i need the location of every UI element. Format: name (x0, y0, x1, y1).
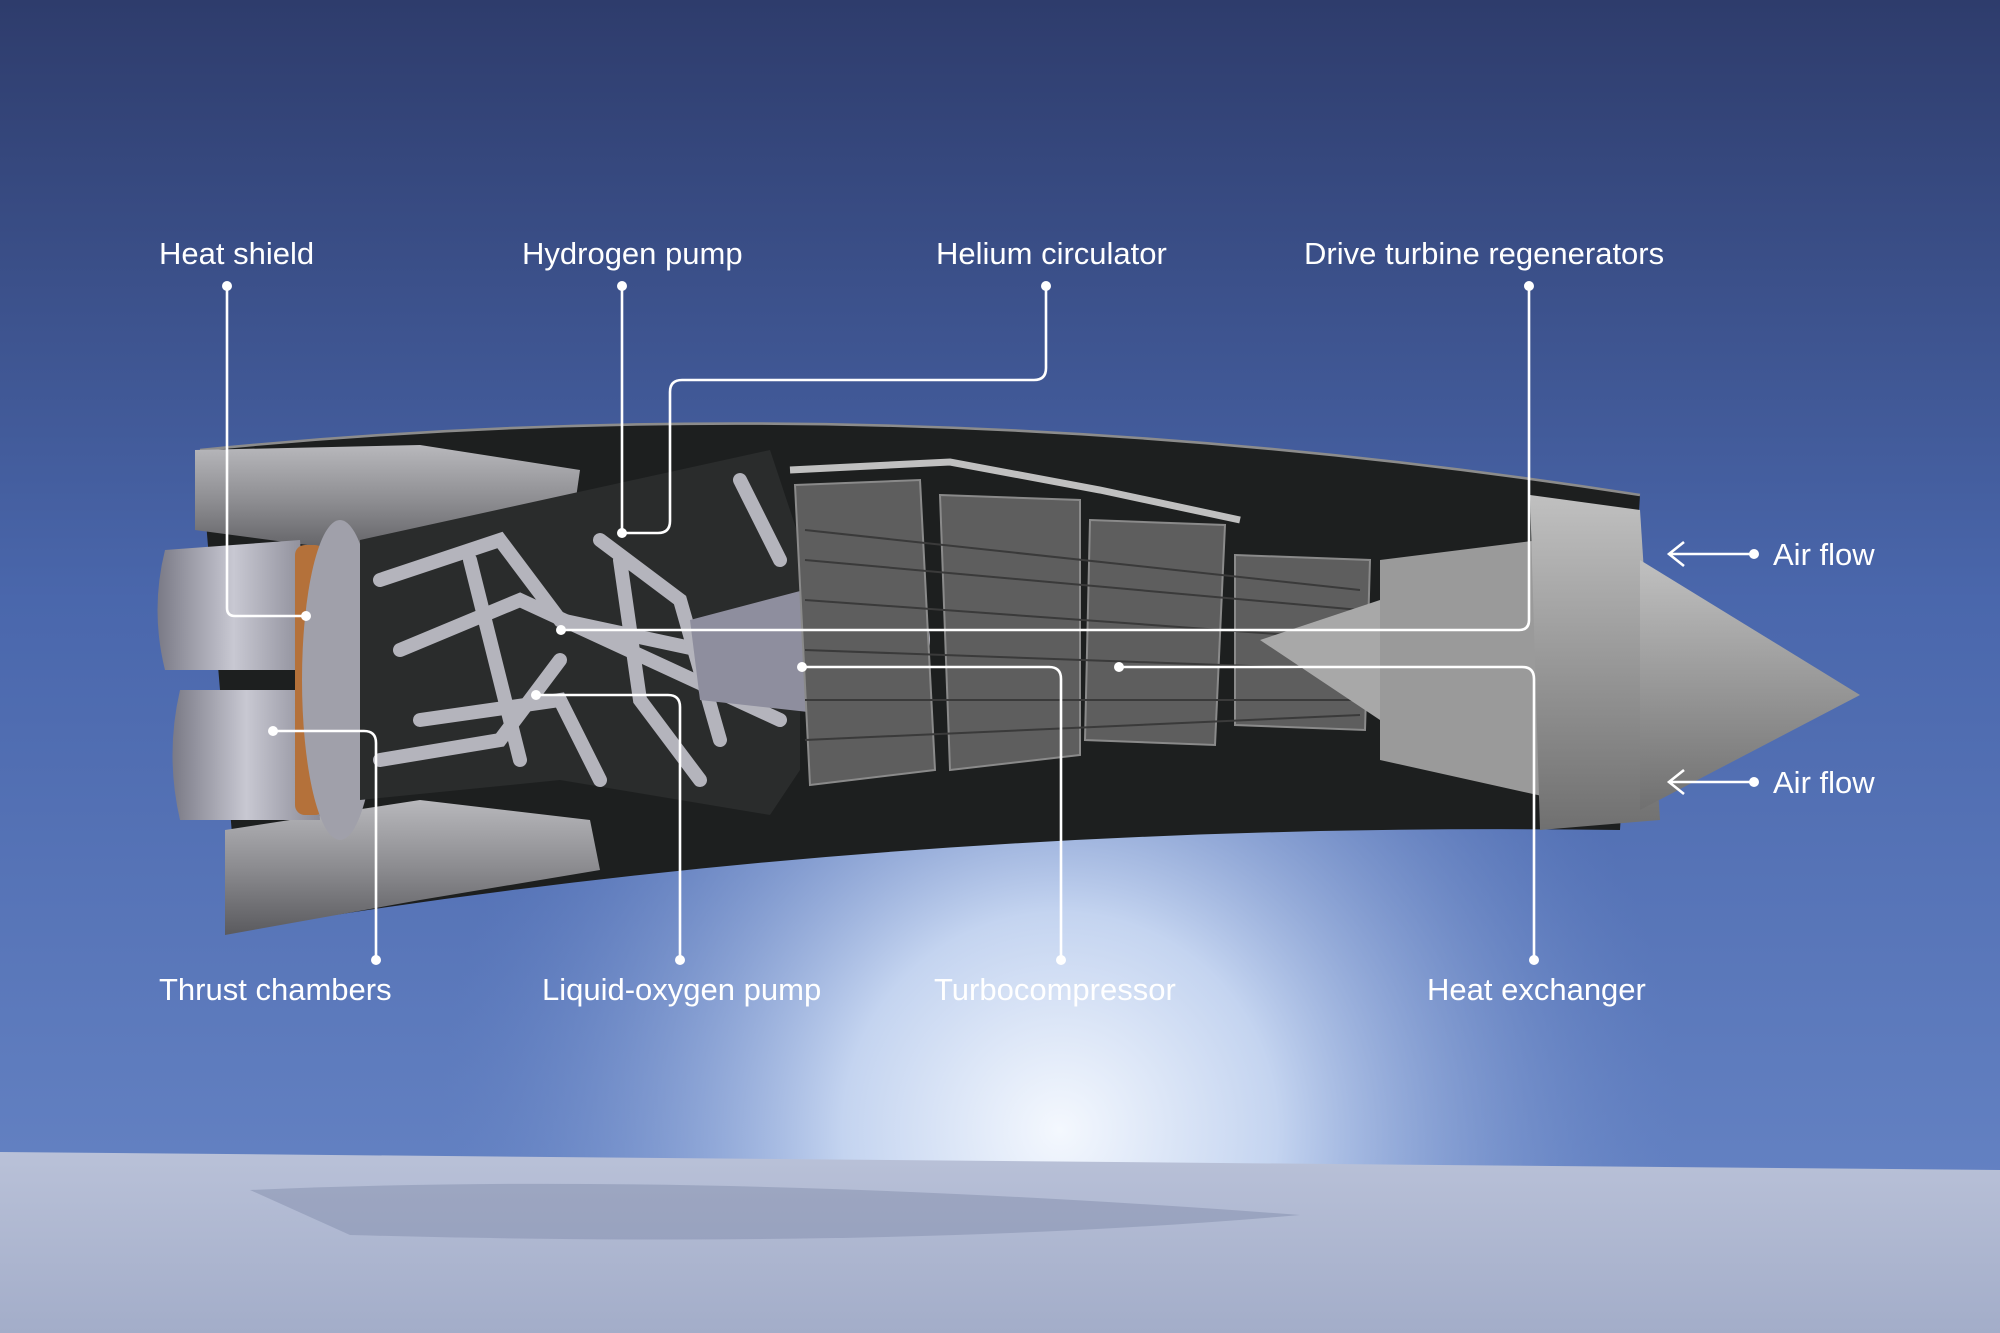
label-heat-shield: Heat shield (159, 236, 314, 271)
callout-liquid-oxygen-pump: Liquid-oxygen pump (531, 690, 821, 1007)
callout-hydrogen-pump: Hydrogen pump (522, 236, 743, 538)
callout-heat-shield: Heat shield (159, 236, 314, 621)
label-helium-circulator: Helium circulator (936, 236, 1167, 271)
callout-turbocompressor: Turbocompressor (797, 662, 1176, 1007)
label-air-flow-top: Air flow (1773, 537, 1875, 572)
arrow-left-icon (1666, 768, 1754, 796)
callout-heat-exchanger: Heat exchanger (1114, 662, 1646, 1007)
engine-cutaway (157, 422, 1860, 935)
engine-shadow (250, 1183, 1300, 1240)
label-air-flow-bottom: Air flow (1773, 765, 1875, 800)
callout-drive-turbine-regenerators: Drive turbine regenerators (556, 236, 1664, 635)
air-flow-indicator-top: Air flow (1666, 537, 1875, 572)
label-turbocompressor: Turbocompressor (934, 972, 1176, 1007)
callout-helium-circulator: Helium circulator (622, 236, 1167, 535)
air-flow-indicator-bottom: Air flow (1666, 765, 1875, 800)
label-thrust-chambers: Thrust chambers (159, 972, 392, 1007)
label-heat-exchanger: Heat exchanger (1427, 972, 1646, 1007)
label-drive-turbine-regenerators: Drive turbine regenerators (1304, 236, 1664, 271)
label-liquid-oxygen-pump: Liquid-oxygen pump (542, 972, 821, 1007)
label-hydrogen-pump: Hydrogen pump (522, 236, 743, 271)
arrow-left-icon (1666, 540, 1754, 568)
ground-surface (0, 1152, 2000, 1333)
callout-thrust-chambers: Thrust chambers (159, 726, 392, 1007)
